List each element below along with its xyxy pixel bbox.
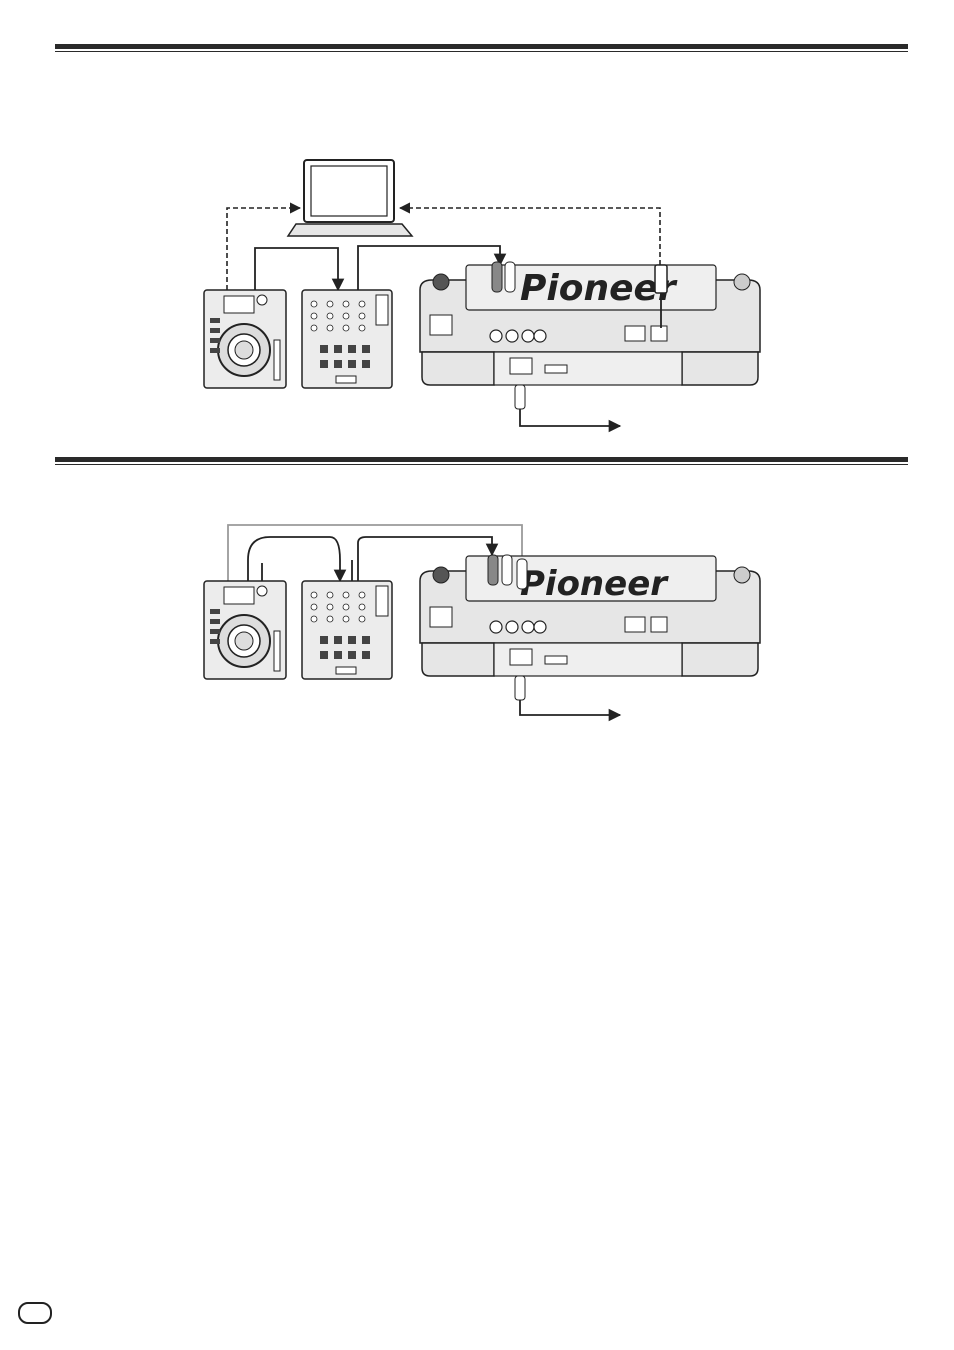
- rear-panel-player-icon: Pioneer: [420, 265, 760, 385]
- section-rule-middle-thin: [55, 464, 908, 465]
- brand-logo: Pioneer: [520, 564, 669, 604]
- cdj-player-icon: [204, 581, 286, 679]
- connection-diagram-1: Pioneer: [0, 140, 954, 440]
- dj-mixer-icon: [302, 581, 392, 679]
- rear-panel-player-icon: Pioneer: [420, 556, 760, 676]
- language-badge: [18, 1302, 52, 1324]
- section-rule-middle: [55, 457, 908, 462]
- brand-logo: Pioneer: [520, 268, 678, 309]
- section-rule-top: [55, 44, 908, 49]
- cdj-player-icon: [204, 290, 286, 388]
- laptop-icon: [288, 160, 412, 236]
- power-cable: [515, 676, 620, 715]
- power-cable: [515, 385, 620, 426]
- connection-diagram-2: Pioneer: [0, 515, 954, 745]
- dj-mixer-icon: [302, 290, 392, 388]
- section-rule-top-thin: [55, 51, 908, 52]
- rca-plug-icon: [488, 555, 527, 589]
